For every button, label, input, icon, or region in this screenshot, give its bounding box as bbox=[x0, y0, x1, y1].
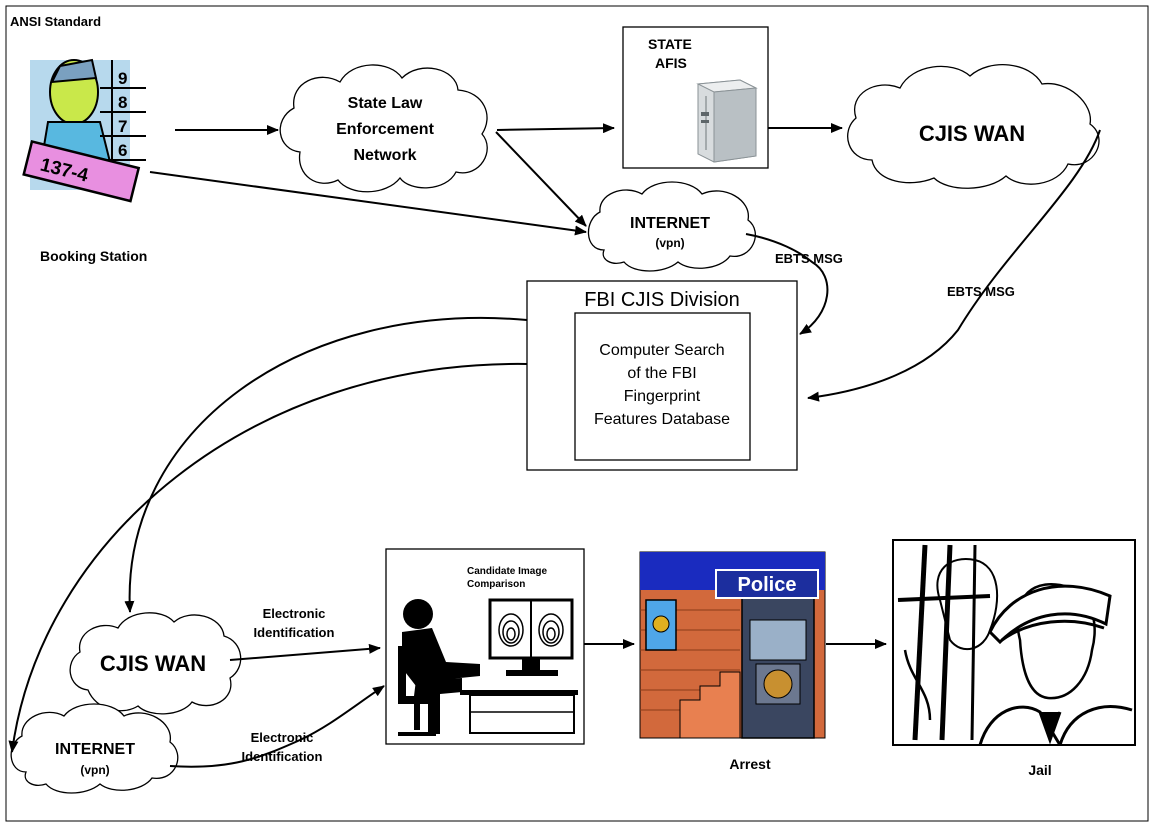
booking-board bbox=[22, 139, 141, 203]
police-seal-icon bbox=[763, 669, 793, 699]
booking-cap bbox=[50, 58, 98, 84]
jail-bars-illustration bbox=[897, 544, 1133, 746]
fbi-search-text: Features Database bbox=[594, 411, 730, 428]
fbi-search-text: Computer Search bbox=[599, 342, 724, 359]
comparison-node: Candidate Image Comparison bbox=[385, 548, 585, 745]
ruler-mark: 9 bbox=[118, 69, 127, 88]
police-door-window bbox=[749, 619, 807, 661]
edges bbox=[8, 123, 1101, 768]
edge-fbi-to-internet-bottom bbox=[8, 362, 528, 753]
electronic-identification-label: Electronic bbox=[263, 606, 326, 621]
comparison-text: Comparison bbox=[467, 579, 525, 590]
cjis-wan-top-text: CJIS WAN bbox=[919, 121, 1025, 146]
cloud-shape bbox=[847, 64, 1100, 189]
edge-internet-to-fbi bbox=[745, 233, 829, 335]
police-badge-icon bbox=[652, 615, 670, 633]
header-title: ANSI Standard bbox=[10, 14, 101, 29]
police-sign-text: Police bbox=[738, 574, 797, 596]
internet-top-text: INTERNET bbox=[630, 215, 710, 232]
booking-station-icon: 9 8 7 6 137-4 bbox=[22, 58, 146, 203]
internet-bottom-sub: (vpn) bbox=[80, 763, 109, 777]
electronic-identification-label: Identification bbox=[254, 625, 335, 640]
internet-bottom-text: INTERNET bbox=[55, 741, 135, 758]
booking-station-label: Booking Station bbox=[40, 248, 147, 264]
electronic-identification-label: Identification bbox=[242, 749, 323, 764]
ruler-mark: 8 bbox=[118, 93, 127, 112]
cjis-wan-top-cloud: CJIS WAN bbox=[847, 64, 1100, 189]
edge-cjis-wan-to-comparison bbox=[229, 643, 381, 661]
edge-internet-to-comparison bbox=[169, 685, 385, 768]
analyst-workstation-icon bbox=[398, 598, 578, 736]
state-afis-node: STATE AFIS bbox=[622, 26, 769, 169]
police-sign bbox=[715, 569, 819, 599]
jail-label: Jail bbox=[1028, 762, 1051, 778]
state-afis-text: AFIS bbox=[655, 55, 687, 71]
fbi-division-title: FBI CJIS Division bbox=[584, 289, 740, 311]
cloud-shape bbox=[279, 64, 488, 193]
arrest-node: Police bbox=[639, 551, 826, 739]
state-network-text: State Law bbox=[348, 95, 423, 112]
comparison-text: Candidate Image bbox=[467, 566, 547, 577]
state-network-cloud: State Law Enforcement Network bbox=[279, 64, 488, 193]
state-network-text: Network bbox=[353, 147, 416, 164]
internet-top-cloud: INTERNET (vpn) bbox=[587, 181, 756, 272]
ruler-mark: 6 bbox=[118, 141, 127, 160]
edge-booking-to-internet bbox=[149, 171, 587, 236]
arrest-label: Arrest bbox=[729, 756, 771, 772]
cloud-shape bbox=[10, 703, 179, 794]
ruler-mark: 7 bbox=[118, 117, 127, 136]
internet-top-sub: (vpn) bbox=[655, 236, 684, 250]
edge-cjis-wan-to-fbi bbox=[807, 129, 1101, 402]
state-network-text: Enforcement bbox=[336, 121, 434, 138]
server-cabinet-icon bbox=[696, 79, 758, 163]
fbi-search-box bbox=[574, 312, 751, 461]
cjis-wan-bottom-text: CJIS WAN bbox=[100, 651, 206, 676]
cjis-wan-bottom-cloud: CJIS WAN bbox=[69, 612, 242, 715]
internet-bottom-cloud: INTERNET (vpn) bbox=[10, 703, 179, 794]
fbi-search-text: of the FBI bbox=[627, 365, 696, 382]
electronic-identification-label: Electronic bbox=[251, 730, 314, 745]
cloud-shape bbox=[587, 181, 756, 272]
edge-state-network-to-afis bbox=[496, 123, 615, 134]
page-frame bbox=[5, 5, 1149, 822]
ebts-msg-label: EBTS MSG bbox=[775, 251, 843, 266]
state-afis-text: STATE bbox=[648, 36, 692, 52]
edge-state-network-to-internet bbox=[495, 131, 587, 227]
ebts-msg-label: EBTS MSG bbox=[947, 284, 1015, 299]
fbi-division-node: FBI CJIS Division Computer Search of the… bbox=[526, 280, 798, 471]
edge-fbi-to-cjis-wan-bottom bbox=[124, 317, 528, 613]
fbi-search-text: Fingerprint bbox=[624, 388, 701, 405]
jail-node bbox=[892, 539, 1136, 746]
cloud-shape bbox=[69, 612, 242, 715]
